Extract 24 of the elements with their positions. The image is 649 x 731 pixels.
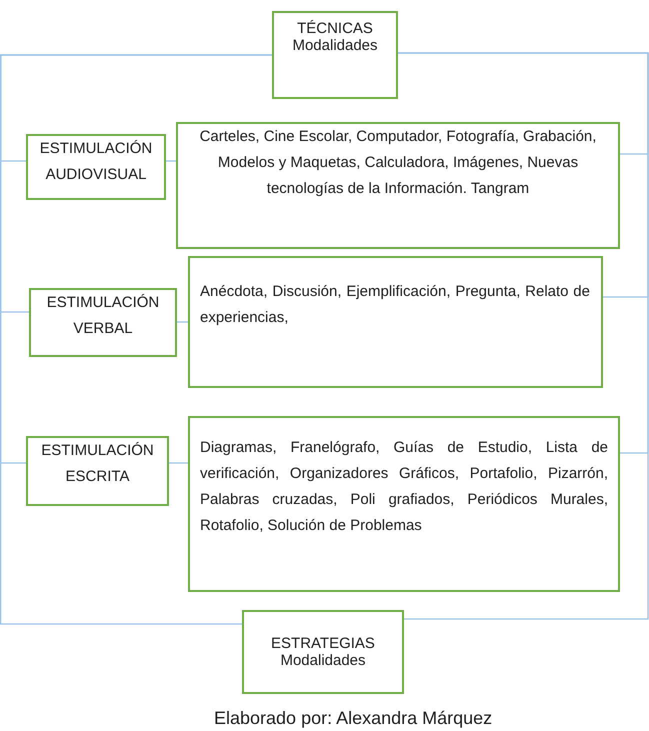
content-box	[176, 122, 620, 249]
connector-line	[177, 321, 188, 323]
stimulus-box	[26, 134, 166, 200]
connector-line	[398, 52, 649, 620]
caption: Elaborado por: Alexandra Márquez	[214, 708, 492, 729]
connector-line	[169, 462, 188, 464]
category-subtitle: Modalidades	[292, 37, 378, 54]
stimulus-box	[29, 288, 177, 357]
stimulus-label: ESTIMULACIÓN VERBAL	[46, 293, 160, 339]
item-list: Diagramas, Franelógrafo, Guías de Estudio, Lista de verificación, Organizadores Gráficos, Portafolio, Pizarrón, Palabras cruzadas, Poli grafiados, Periódicos Murales, Rotafolio, Solución de Problemas	[200, 435, 608, 539]
connector-line	[166, 160, 176, 162]
category-subtitle: Modalidades	[280, 652, 366, 669]
stimulus-label: ESTIMULACIÓN ESCRITA	[40, 441, 155, 487]
category-title: TÉCNICAS	[297, 20, 373, 37]
connector-line	[0, 54, 272, 625]
stimulus-box	[26, 436, 169, 506]
category-title: ESTRATEGIAS	[271, 635, 375, 652]
category-box	[272, 11, 398, 99]
category-box	[242, 610, 404, 694]
stimulus-label: ESTIMULACIÓN AUDIOVISUAL	[38, 139, 154, 185]
content-box	[188, 416, 620, 592]
item-list: Anécdota, Discusión, Ejemplificación, Pregunta, Relato de experiencias,	[200, 279, 590, 331]
content-box	[188, 256, 603, 388]
item-list: Carteles, Cine Escolar, Computador, Fotografía, Grabación, Modelos y Maquetas, Calculadora, Imágenes, Nuevas tecnologías de la Información. Tangram	[192, 124, 604, 202]
